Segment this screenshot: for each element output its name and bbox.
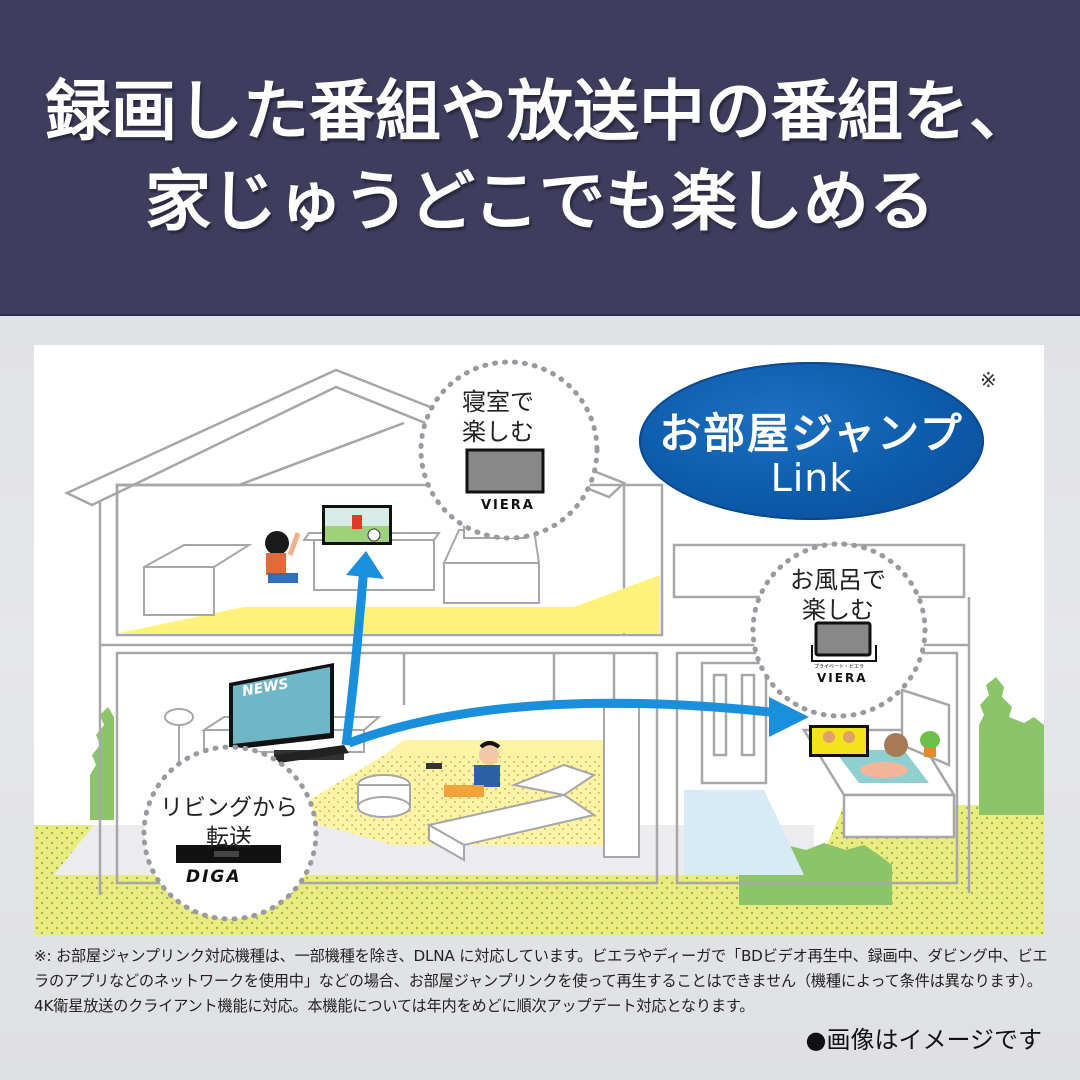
recorder-device: [274, 745, 349, 763]
diga-logo: DIGA: [186, 867, 242, 887]
bath-callout-line1: お風呂で: [790, 566, 886, 594]
oheya-jump-link-logo: お部屋ジャンプ Link: [639, 362, 984, 520]
bath-floor: [684, 790, 804, 875]
transfer-arrows: [341, 551, 809, 748]
living-callout-line2: 転送: [206, 825, 252, 851]
bathing-woman: [884, 733, 908, 757]
headline-line-2: 家じゅうどこでも楽しめる: [144, 163, 936, 240]
logo-sub-text: Link: [770, 456, 853, 500]
diga-recorder-icon: [176, 845, 281, 863]
man-with-remote: [426, 741, 501, 797]
living-callout: リビングから 転送: [160, 793, 298, 853]
footnote-marker: ※: [980, 368, 997, 392]
bath-callout: お風呂で 楽しむ: [790, 565, 886, 625]
bedroom-viera-tv-icon: [465, 448, 545, 494]
logo-main-text: お部屋ジャンプ: [659, 409, 964, 458]
upstairs-floor: [119, 575, 660, 633]
bedroom-callout: 寝室で 楽しむ: [462, 387, 534, 447]
bedroom-callout-line2: 楽しむ: [462, 418, 534, 446]
header-banner: 録画した番組や放送中の番組を、 家じゅうどこでも楽しめる: [0, 0, 1080, 316]
bedroom-callout-line1: 寝室で: [462, 388, 534, 416]
footnote-text: ※: お部屋ジャンプリンク対応機種は、一部機種を除き、DLNA に対応しています…: [34, 947, 1048, 1015]
living-callout-line1: リビングから: [160, 795, 298, 821]
house-drawing: [34, 359, 1044, 935]
bedroom-viera-logo: VIERA: [481, 498, 535, 513]
bath-viera-logo: VIERA: [817, 671, 868, 685]
private-viera-small-text: プライベート・ビエラ: [814, 664, 865, 670]
kid-cheering: [265, 531, 301, 583]
house-outline: [64, 368, 971, 895]
plant-icon: [920, 731, 940, 749]
tree-left: [90, 707, 114, 820]
bath-callout-line2: 楽しむ: [802, 596, 874, 624]
bath-viera-tablet-icon: [811, 621, 877, 662]
tree-right: [979, 677, 1044, 815]
headline-line-1: 録画した番組や放送中の番組を、: [45, 73, 1035, 151]
upstairs-tv: [322, 505, 392, 545]
house-illustration: 寝室で 楽しむ VIERA お風呂で 楽しむ プライベート・ビエラ VIERA …: [34, 345, 1044, 935]
image-disclaimer: ●画像はイメージです: [805, 1026, 1042, 1054]
